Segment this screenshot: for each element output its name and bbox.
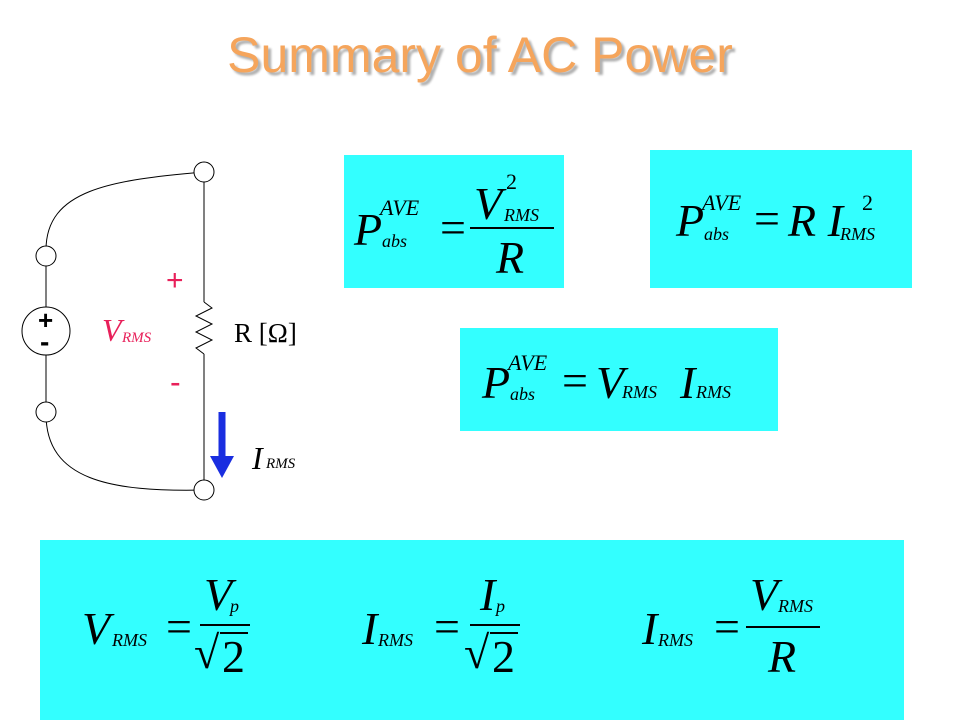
eq6-fraction-bar [746,626,820,628]
equation-box-3: P AVE abs = V RMS I RMS [460,328,778,431]
source-minus: - [40,326,50,357]
eq4-equals: = [166,601,192,652]
eq3-voltage-sub: RMS [622,382,657,402]
eq3-current-sub: RMS [696,382,731,402]
voltage-subscript: RMS [122,330,152,346]
eq3-lhs: P [482,357,511,408]
resistor-icon [194,301,214,355]
eq5-denominator: 2 [492,631,515,682]
resistor-label: R [Ω] [234,318,297,348]
eq6-lhs: I [642,603,658,654]
eq4-radical-icon: √ [194,627,220,678]
eq3-lhs-sub: abs [510,384,536,404]
eq2-lhs-sub: abs [704,224,730,244]
eq3-equals: = [562,355,588,406]
current-arrow-head [210,456,234,478]
eq1-num-sub: RMS [504,205,539,225]
eq4-num-sub: p [230,596,239,616]
eq5-fraction-bar [470,624,520,626]
equation-box-2: P AVE abs = R I 2 RMS [650,150,912,288]
eq5-equals: = [434,601,460,652]
current-subscript: RMS [266,456,296,472]
current-label: I [252,440,263,476]
voltage-label: V [102,312,122,348]
eq1-numerator: V [474,178,503,229]
eq1-denominator: R [496,232,525,283]
wire-top [45,171,205,251]
source-plus: + [38,305,54,335]
eq4-numerator: V [204,569,233,620]
eq2-lhs: P [676,195,705,246]
equation-box-1: P AVE abs = V 2 RMS R [344,155,564,288]
eq6-numerator: V [750,569,779,620]
resistor-plus: + [166,264,184,297]
eq4-lhs: V [82,603,111,654]
terminal-left-lower [35,401,57,423]
eq1-equals: = [440,202,466,253]
eq2-lhs-sup: AVE [702,190,742,215]
page-title: Summary of AC Power [227,27,733,83]
eq4-fraction-bar [200,624,250,626]
eq1-lhs-sub: abs [382,231,408,251]
eq2-equals: = [754,193,780,244]
eq6-equals: = [714,601,740,652]
eq5-num-sub: p [496,596,505,616]
eq2-rhs: R I [788,195,843,246]
terminal-left-upper [35,245,57,267]
terminal-top-right [193,161,215,183]
eq3-current: I [680,357,696,408]
eq6-num-sub: RMS [778,596,813,616]
eq5-radical-icon: √ [464,627,490,678]
eq6-lhs-sub: RMS [658,630,693,650]
eq4-lhs-sub: RMS [112,630,147,650]
eq3-lhs-sup: AVE [508,350,548,375]
terminal-bottom-right [193,479,215,501]
eq1-lhs-sup: AVE [380,195,420,220]
eq5-lhs: I [362,603,378,654]
eq5-radical-bar [490,632,518,634]
voltage-source-icon [21,306,71,356]
eq1-fraction-bar [470,227,554,229]
wire-bottom [45,413,205,491]
eq5-numerator: I [480,569,496,620]
eq3-voltage: V [596,357,625,408]
eq4-denominator: 2 [222,631,245,682]
eq2-rhs-sub: RMS [840,224,875,244]
eq6-denominator: R [768,631,797,682]
eq1-lhs: P [354,204,383,255]
eq5-lhs-sub: RMS [378,630,413,650]
eq1-num-sup: 2 [506,169,517,194]
rms-equations-box: V RMS = V p √ 2 I RMS = I p √ 2 I RMS = … [40,540,904,720]
resistor-minus: - [170,364,181,400]
eq2-rhs-sup: 2 [862,190,873,215]
eq4-radical-bar [220,632,248,634]
